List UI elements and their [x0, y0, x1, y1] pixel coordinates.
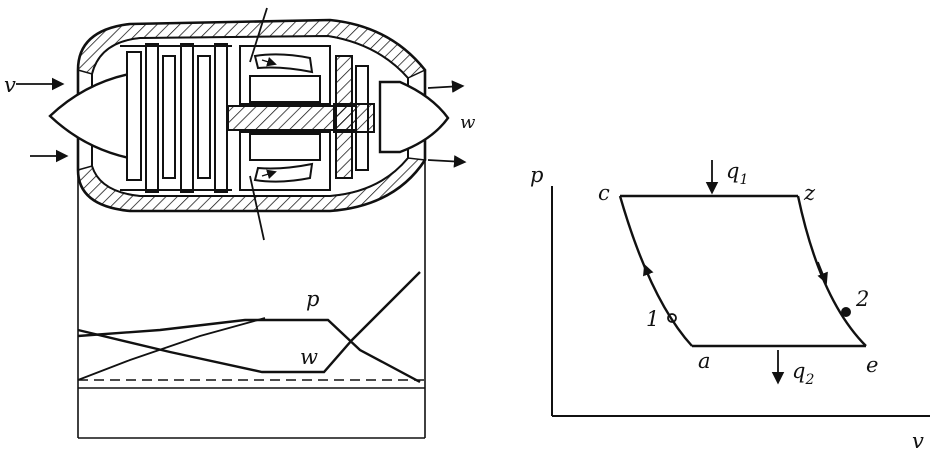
- cycle-point-1-marker: [667, 313, 677, 323]
- heat-in-label-main: q: [726, 159, 739, 183]
- heat-out-label-subscript: 2: [804, 372, 814, 388]
- fuel-injector-top: [249, 7, 268, 63]
- heat-out-label-main: q: [792, 359, 805, 383]
- exhaust-arrow-top: [427, 80, 465, 93]
- curve-arrow-ac: [643, 263, 654, 285]
- engine-section: [48, 7, 450, 438]
- casing-hatch-top: [77, 19, 427, 79]
- cycle-point-2-label: 2: [855, 287, 869, 311]
- fuel-injector-bottom: [249, 175, 265, 241]
- turbine-stages: [333, 55, 375, 179]
- cycle-point-c-label: c: [598, 181, 610, 205]
- cycle-curve-ac: [618, 195, 693, 347]
- cycle-point-2-marker: [841, 307, 851, 317]
- exhaust-cone: [378, 80, 450, 154]
- profile-graph: [77, 271, 425, 439]
- pressure-curve: [77, 318, 421, 384]
- velocity-curve: [77, 271, 421, 374]
- exhaust-arrow-bottom: [427, 155, 467, 168]
- curve-arrow-ze: [817, 261, 828, 285]
- cycle-point-1-label: 1: [646, 307, 659, 331]
- cycle-diagram: [551, 160, 930, 417]
- cycle-point-a-label: a: [698, 349, 711, 373]
- cycle-axis-x-label: v: [912, 429, 924, 453]
- compressor-stages: [120, 43, 232, 193]
- combustion-chambers: [239, 45, 331, 191]
- heat-in-label-subscript: 1: [739, 172, 748, 188]
- cycle-point-z-label: z: [803, 181, 816, 205]
- flow-arrows: [16, 77, 467, 168]
- inlet-velocity-label: v: [4, 73, 16, 97]
- exit-velocity-label: w: [460, 112, 476, 133]
- profile-velocity-label: w: [300, 345, 318, 369]
- heat-in-label: q1: [726, 159, 748, 188]
- cycle-curve-ze: [796, 195, 867, 347]
- heat-out-label: q2: [792, 359, 814, 388]
- cycle-point-e-label: e: [866, 353, 878, 377]
- profile-rising-line: [77, 317, 266, 381]
- cycle-axis-y-label: p: [530, 163, 543, 187]
- profile-pressure-label: p: [306, 287, 319, 311]
